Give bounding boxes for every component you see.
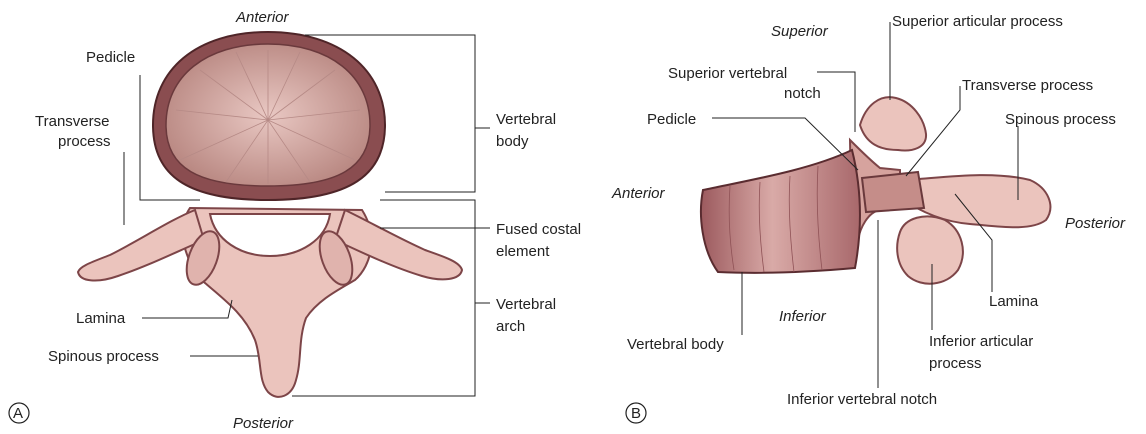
- label-spinous-b: Spinous process: [1005, 111, 1116, 128]
- label-superior-articular: Superior articular process: [892, 13, 1063, 30]
- label-inferior-articular-2: process: [929, 355, 982, 372]
- panel-b: Superior Inferior Anterior Posterior Sup…: [611, 13, 1126, 423]
- label-superior: Superior: [771, 23, 829, 40]
- label-pedicle-a: Pedicle: [86, 49, 135, 66]
- label-superior-notch-2: notch: [784, 85, 821, 102]
- label-inferior-articular-1: Inferior articular: [929, 333, 1033, 350]
- label-vertebral-body-a-2: body: [496, 133, 529, 150]
- label-vertebral-body-a-1: Vertebral: [496, 111, 556, 128]
- leader-superior-notch: [817, 72, 855, 132]
- label-inferior-notch: Inferior vertebral notch: [787, 391, 937, 408]
- label-fused-costal-2: element: [496, 243, 550, 260]
- label-transverse-a-1: Transverse: [35, 113, 109, 130]
- label-transverse-a-2: process: [58, 133, 111, 150]
- label-transverse-b: Transverse process: [962, 77, 1093, 94]
- label-vertebral-arch-1: Vertebral: [496, 296, 556, 313]
- panel-badge-b-text: B: [631, 405, 641, 422]
- label-fused-costal-1: Fused costal: [496, 221, 581, 238]
- label-spinous-a: Spinous process: [48, 348, 159, 365]
- superior-articular-process-b: [860, 97, 926, 150]
- label-vertebral-body-b: Vertebral body: [627, 336, 724, 353]
- label-vertebral-arch-2: arch: [496, 318, 525, 335]
- label-lamina-a: Lamina: [76, 310, 126, 327]
- label-pedicle-b: Pedicle: [647, 111, 696, 128]
- label-posterior-b: Posterior: [1065, 215, 1126, 232]
- label-anterior-a: Anterior: [235, 9, 290, 26]
- panel-a: Anterior Posterior Pedicle Transverse pr…: [9, 9, 581, 432]
- transverse-process-b: [862, 172, 924, 212]
- vertebral-body-b: [701, 150, 860, 273]
- label-inferior: Inferior: [779, 308, 827, 325]
- panel-badge-a-text: A: [13, 405, 23, 422]
- inferior-articular-process-b: [897, 216, 963, 283]
- left-transverse-process-shape: [78, 210, 204, 281]
- leader-lamina: [142, 300, 232, 318]
- label-superior-notch-1: Superior vertebral: [668, 65, 787, 82]
- label-posterior-a: Posterior: [233, 415, 294, 432]
- label-lamina-b: Lamina: [989, 293, 1039, 310]
- label-anterior-b: Anterior: [611, 185, 666, 202]
